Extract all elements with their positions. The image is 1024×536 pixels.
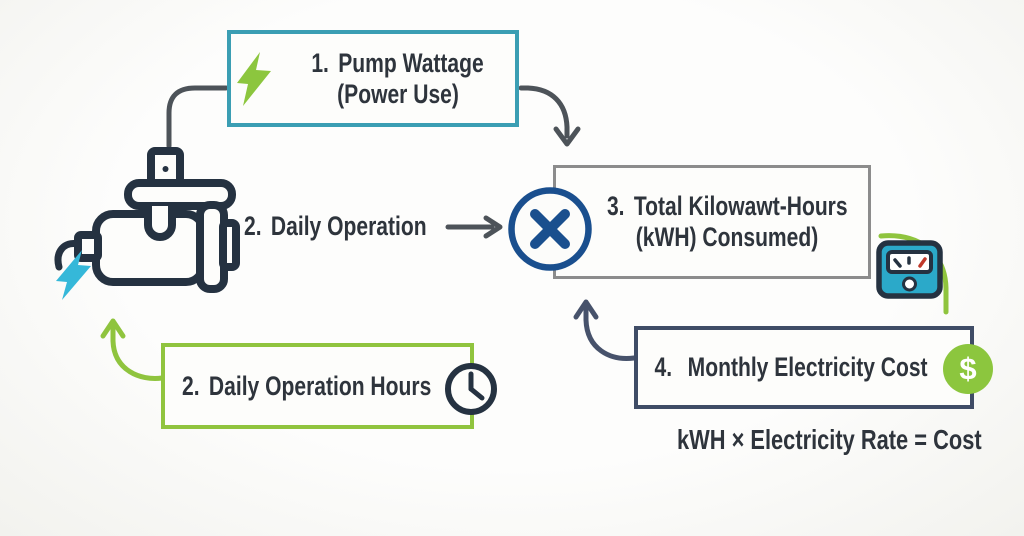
- node-subtitle: (kWH) Consumed): [635, 222, 819, 252]
- node-number: 2.: [182, 370, 200, 401]
- clock-icon: [445, 363, 497, 415]
- dollar-icon: $: [943, 344, 993, 394]
- node-number: 2.: [244, 210, 262, 241]
- node-label: Daily Operation Hours: [208, 370, 432, 401]
- node-number: 4.: [654, 352, 673, 382]
- connector-pump-to-wattage: [166, 85, 229, 149]
- meter-needle: [918, 257, 927, 268]
- node-label: Monthly Electricity Cost: [687, 352, 928, 382]
- arrowhead-up-green-icon: [100, 318, 126, 339]
- label-daily-operation: 2. Daily Operation: [244, 208, 478, 244]
- node-daily-operation-hours: 2. Daily Operation Hours: [161, 343, 474, 429]
- node-title: Total Kilowawt-Hours: [633, 191, 848, 221]
- formula-caption: kWH × Electricity Rate = Cost: [634, 424, 982, 456]
- formula-text: kWH × Electricity Rate = Cost: [676, 424, 982, 455]
- connector-wattage-to-multiply: [518, 85, 570, 139]
- arrowhead-up-slate-icon: [573, 299, 599, 320]
- electric-meter-icon: [876, 240, 943, 299]
- lightning-bolt-icon: [237, 51, 272, 106]
- arrowhead-right-icon: [483, 215, 503, 239]
- arrowhead-down-icon: [553, 126, 581, 147]
- node-number: 3.: [606, 191, 625, 221]
- meter-tick: [893, 258, 902, 268]
- node-number: 1.: [311, 47, 330, 78]
- node-label: Daily Operation: [270, 210, 427, 241]
- connector-cost-to-multiply: [583, 304, 637, 361]
- node-pump-wattage-text: 1. Pump Wattage (Power Use): [287, 48, 508, 110]
- node-monthly-cost-text: 4. Monthly Electricity Cost: [654, 352, 927, 383]
- node-monthly-cost: 4. Monthly Electricity Cost: [634, 326, 974, 409]
- water-pump-icon: [54, 147, 240, 300]
- lightning-bolt-icon: [56, 250, 91, 300]
- node-total-kwh-text: 3. Total Kilowawt-Hours (kWH) Consumed): [573, 191, 882, 253]
- plug-pin-dot: [162, 166, 169, 172]
- node-daily-operation-hours-text: 2. Daily Operation Hours: [182, 371, 431, 402]
- dollar-glyph: $: [959, 351, 977, 386]
- connector-hours-to-pump: [110, 323, 165, 381]
- multiply-circle: [508, 187, 592, 271]
- node-pump-wattage: 1. Pump Wattage (Power Use): [227, 30, 519, 127]
- node-subtitle: (Power Use): [337, 78, 459, 109]
- node-total-kwh: 3. Total Kilowawt-Hours (kWH) Consumed): [553, 165, 871, 279]
- multiply-icon: [530, 209, 570, 249]
- node-title: Pump Wattage: [338, 47, 485, 78]
